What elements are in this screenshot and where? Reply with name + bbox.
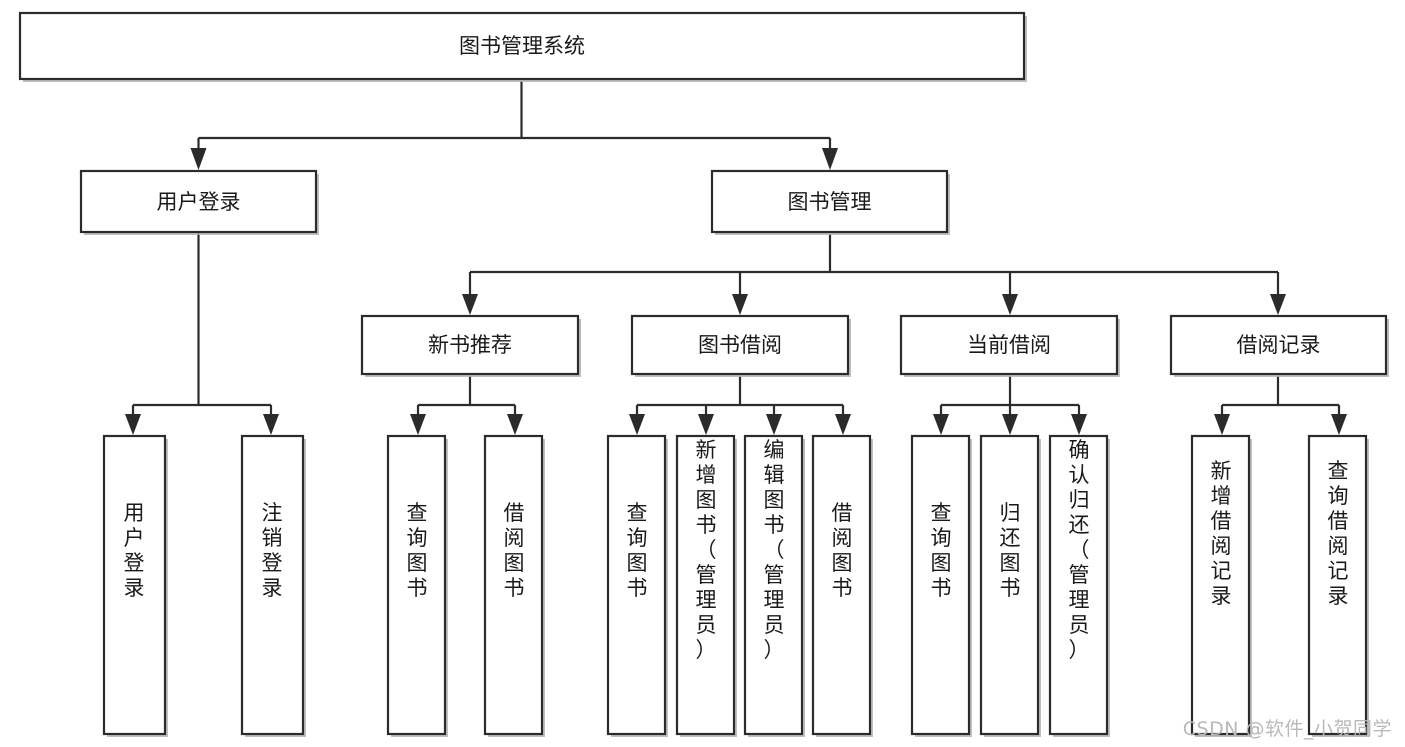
leaf-user-logout-box	[240, 434, 305, 736]
root-box	[18, 11, 1026, 81]
leaf-query-record-label: 查询借阅记录	[1328, 459, 1349, 608]
node-leaf-user-logout[interactable]: 注销登录	[240, 434, 306, 737]
arrow-to-new-book-rec	[462, 294, 478, 315]
root-label: 图书管理系统	[459, 34, 585, 58]
arrow-to-leaf-return-book	[1002, 414, 1018, 435]
node-leaf-confirm-return[interactable]: 确认归还（管理员）	[1048, 434, 1110, 737]
arrow-to-user-login	[190, 148, 207, 170]
leaf-borrow-book-1-box	[483, 434, 544, 736]
csdn-watermark: CSDN @软件_小贺同学	[1182, 718, 1392, 740]
leaf-add-book-box	[675, 434, 736, 736]
leaf-return-book-label: 归还图书	[1000, 501, 1021, 600]
book-manage-box	[710, 169, 949, 234]
leaf-query-book-1-box	[386, 434, 447, 736]
arrow-to-leaf-edit-book	[766, 414, 782, 435]
node-borrow-record[interactable]: 借阅记录	[1169, 314, 1389, 377]
arrow-to-leaf-borrow-book-1	[507, 414, 523, 435]
arrow-to-borrow-record	[1270, 294, 1286, 315]
node-leaf-add-record[interactable]: 新增借阅记录	[1190, 434, 1252, 737]
arrow-to-leaf-user-login	[125, 414, 141, 435]
arrow-to-leaf-add-record	[1214, 414, 1230, 435]
leaf-query-book-2-label: 查询图书	[627, 501, 648, 600]
leaf-return-book-box	[979, 434, 1040, 736]
borrow-record-label: 借阅记录	[1237, 333, 1321, 357]
node-leaf-borrow-book-1[interactable]: 借阅图书	[483, 434, 545, 737]
arrow-to-leaf-confirm-return	[1071, 414, 1087, 435]
leaf-user-logout-label: 注销登录	[262, 501, 283, 600]
arrow-to-leaf-query-book-2	[629, 414, 645, 435]
node-leaf-query-book-2[interactable]: 查询图书	[606, 434, 668, 737]
arrow-to-leaf-user-logout	[263, 414, 279, 435]
leaf-borrow-book-1-label: 借阅图书	[504, 501, 525, 600]
arrow-to-leaf-borrow-book-2	[835, 414, 851, 435]
book-manage-label: 图书管理	[788, 190, 872, 214]
leaf-query-book-3-box	[910, 434, 971, 736]
user-login-label: 用户登录	[157, 190, 241, 214]
node-leaf-borrow-book-2[interactable]: 借阅图书	[811, 434, 873, 737]
arrow-to-leaf-add-book	[698, 414, 714, 435]
leaf-query-book-1-label: 查询图书	[407, 501, 428, 600]
leaf-query-record-box	[1307, 434, 1368, 736]
book-borrow-box	[630, 314, 850, 376]
node-leaf-query-book-1[interactable]: 查询图书	[386, 434, 448, 737]
node-user-login[interactable]: 用户登录	[79, 169, 319, 235]
leaf-borrow-book-2-box	[811, 434, 872, 736]
arrow-to-leaf-query-record	[1331, 414, 1347, 435]
node-leaf-add-book[interactable]: 新增图书（管理员）	[675, 434, 737, 737]
new-book-rec-box	[360, 314, 580, 376]
leaf-add-book-label: 新增图书（管理员）	[696, 438, 717, 662]
leaf-edit-book-label: 编辑图书（管理员）	[764, 438, 785, 662]
leaf-query-book-3-label: 查询图书	[931, 501, 952, 600]
node-current-borrow[interactable]: 当前借阅	[899, 314, 1120, 377]
leaf-edit-book-box	[743, 434, 804, 736]
borrow-record-box	[1169, 314, 1388, 376]
node-book-borrow[interactable]: 图书借阅	[630, 314, 851, 377]
node-book-manage[interactable]: 图书管理	[710, 169, 950, 235]
leaf-borrow-book-2-label: 借阅图书	[832, 501, 853, 600]
node-leaf-user-login[interactable]: 用户登录	[102, 434, 168, 737]
leaf-user-login-label: 用户登录	[124, 501, 145, 600]
current-borrow-box	[899, 314, 1119, 376]
node-leaf-query-record[interactable]: 查询借阅记录	[1307, 434, 1369, 737]
leaf-confirm-return-label: 确认归还（管理员）	[1069, 438, 1090, 662]
leaf-confirm-return-box	[1048, 434, 1109, 736]
new-book-rec-label: 新书推荐	[428, 333, 512, 357]
user-login-box	[79, 169, 318, 234]
node-leaf-query-book-3[interactable]: 查询图书	[910, 434, 972, 737]
leaf-query-book-2-box	[606, 434, 667, 736]
leaf-user-login-box	[102, 434, 167, 736]
node-new-book-rec[interactable]: 新书推荐	[360, 314, 581, 377]
arrow-to-leaf-query-book-3	[933, 414, 949, 435]
arrow-to-leaf-query-book-1	[410, 414, 426, 435]
current-borrow-label: 当前借阅	[967, 333, 1051, 357]
node-leaf-return-book[interactable]: 归还图书	[979, 434, 1041, 737]
leaf-add-record-box	[1190, 434, 1251, 736]
node-root[interactable]: 图书管理系统	[18, 11, 1027, 82]
leaf-add-record-label: 新增借阅记录	[1211, 459, 1232, 608]
arrow-to-book-borrow	[732, 294, 748, 315]
arrow-to-book-manage	[822, 148, 838, 170]
arrow-to-current-borrow	[1002, 294, 1018, 315]
book-borrow-label: 图书借阅	[698, 333, 782, 357]
connector-layer	[125, 81, 1347, 435]
node-leaf-edit-book[interactable]: 编辑图书（管理员）	[743, 434, 805, 737]
